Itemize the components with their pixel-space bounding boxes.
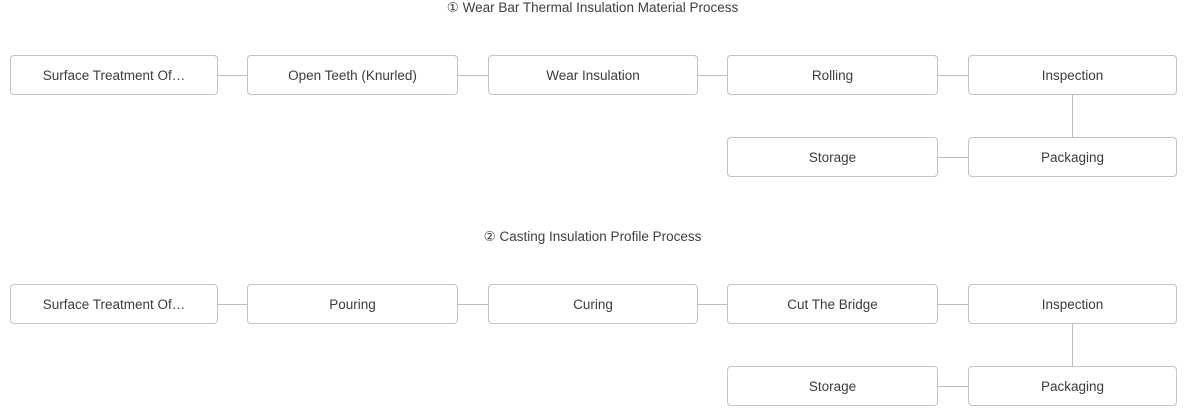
node-inspection-1[interactable]: Inspection: [968, 55, 1177, 95]
chart-title-2: ② Casting Insulation Profile Process: [483, 229, 702, 244]
node-storage-1[interactable]: Storage: [727, 137, 938, 177]
connector-2-2: [458, 304, 488, 305]
node-wear-insulation[interactable]: Wear Insulation: [488, 55, 698, 95]
node-curing[interactable]: Curing: [488, 284, 698, 324]
node-surface-treatment-1[interactable]: Surface Treatment Of…: [10, 55, 218, 95]
node-surface-treatment-2[interactable]: Surface Treatment Of…: [10, 284, 218, 324]
node-cut-the-bridge[interactable]: Cut The Bridge: [727, 284, 938, 324]
chart-title-1: ① Wear Bar Thermal Insulation Material P…: [446, 0, 739, 15]
connector-1-5: [938, 157, 968, 158]
connector-1-4: [938, 75, 968, 76]
connector-2-5: [938, 386, 968, 387]
node-packaging-1[interactable]: Packaging: [968, 137, 1177, 177]
connector-1-vertical: [1072, 95, 1073, 137]
node-inspection-2[interactable]: Inspection: [968, 284, 1177, 324]
node-rolling[interactable]: Rolling: [727, 55, 938, 95]
node-pouring[interactable]: Pouring: [247, 284, 458, 324]
connector-2-4: [938, 304, 968, 305]
connector-1-3: [698, 75, 727, 76]
node-open-teeth-knurled[interactable]: Open Teeth (Knurled): [247, 55, 458, 95]
connector-2-vertical: [1072, 324, 1073, 366]
connector-1-1: [218, 75, 247, 76]
node-storage-2[interactable]: Storage: [727, 366, 938, 406]
node-packaging-2[interactable]: Packaging: [968, 366, 1177, 406]
connector-1-2: [458, 75, 488, 76]
connector-2-3: [698, 304, 727, 305]
connector-2-1: [218, 304, 247, 305]
